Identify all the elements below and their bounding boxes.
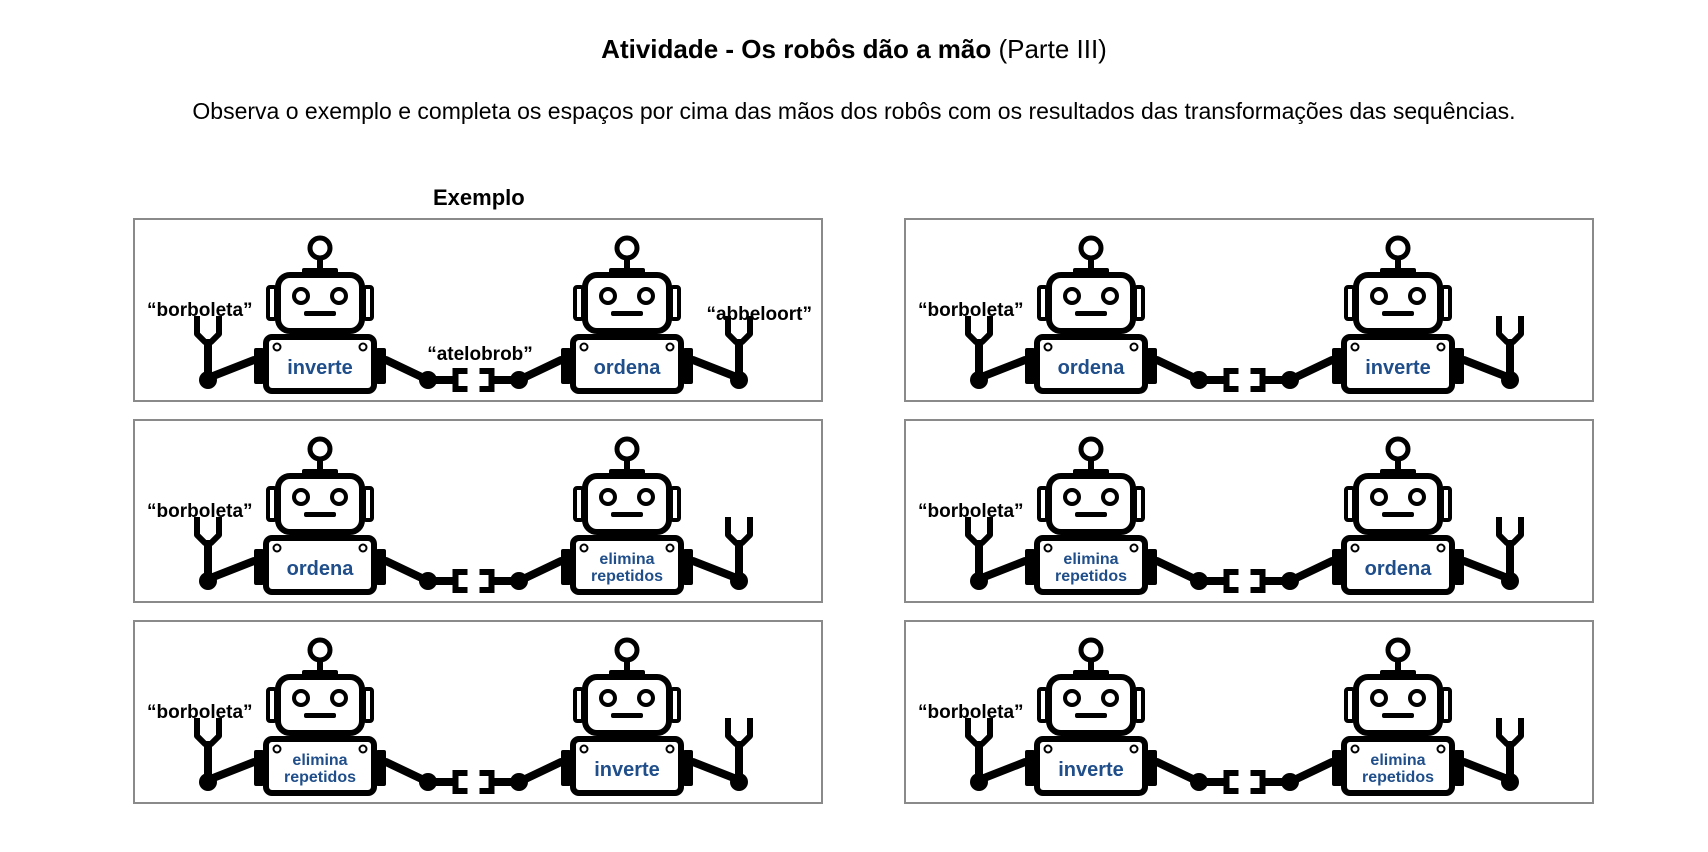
input-sequence: “borboleta”	[147, 300, 253, 321]
robot-icon	[254, 436, 386, 595]
robot-label: inverte	[594, 759, 660, 781]
handshake-clamp-icon	[1153, 557, 1336, 593]
robot-label: inverte	[287, 357, 353, 379]
robot-label: ordena	[1058, 357, 1126, 379]
robot-icon	[561, 637, 693, 796]
handshake-clamp-icon	[1153, 758, 1336, 794]
robot-label-line: repetidos	[1055, 568, 1127, 585]
page-title: Atividade - Os robôs dão a mão (Parte II…	[0, 32, 1708, 66]
gripper-hand-icon	[965, 718, 1029, 791]
robot-label-line: repetidos	[284, 769, 356, 786]
gripper-hand-icon	[965, 316, 1029, 389]
gripper-hand-icon	[689, 517, 753, 590]
robot-label-line: elimina	[292, 752, 347, 769]
example-panel: inverte ordena “borboleta” “atelobrob” “abbe…	[133, 218, 823, 402]
input-sequence: “borboleta”	[918, 702, 1024, 723]
robot-icon	[1332, 235, 1464, 394]
handshake-clamp-icon	[1153, 356, 1336, 392]
robot-icon	[561, 436, 693, 595]
robot-icon	[561, 235, 693, 394]
gripper-hand-icon	[1460, 718, 1524, 791]
gripper-hand-icon	[965, 517, 1029, 590]
gripper-hand-icon	[194, 718, 258, 791]
robot-chain-illustration: ordena inverte “borboleta”	[918, 235, 1524, 394]
robot-label-line: repetidos	[1362, 769, 1434, 786]
robot-icon	[1025, 436, 1157, 595]
input-sequence: “borboleta”	[918, 300, 1024, 321]
robot-icon	[1332, 637, 1464, 796]
robot-label: inverte	[1058, 759, 1124, 781]
robot-label-line: elimina	[599, 551, 654, 568]
example-label: Exemplo	[433, 185, 525, 210]
robot-label-line: elimina	[1063, 551, 1118, 568]
input-sequence: “borboleta”	[918, 501, 1024, 522]
robot-label: ordena	[594, 357, 662, 379]
robot-icon	[1332, 436, 1464, 595]
robot-label: ordena	[1365, 558, 1433, 580]
gripper-hand-icon	[689, 718, 753, 791]
robot-icon	[254, 637, 386, 796]
handshake-clamp-icon	[382, 356, 565, 392]
input-sequence: “borboleta”	[147, 501, 253, 522]
title-bold: Atividade - Os robôs dão a mão	[601, 34, 992, 64]
gripper-hand-icon	[689, 316, 753, 389]
robot-icon	[1025, 637, 1157, 796]
exercise-panel: ordena inverte “borboleta”	[904, 218, 1594, 402]
robot-label: inverte	[1365, 357, 1431, 379]
instruction-text: Observa o exemplo e completa os espaços …	[192, 98, 1516, 124]
robot-label: ordena	[287, 558, 355, 580]
robot-label-line: repetidos	[591, 568, 663, 585]
title-suffix: (Parte III)	[991, 34, 1107, 64]
gripper-hand-icon	[1460, 316, 1524, 389]
input-sequence: “borboleta”	[147, 702, 253, 723]
handshake-clamp-icon	[382, 758, 565, 794]
output-sequence: “abbeloort”	[706, 304, 812, 325]
gripper-hand-icon	[194, 517, 258, 590]
intermediate-sequence: “atelobrob”	[427, 344, 533, 365]
handshake-clamp-icon	[382, 557, 565, 593]
robot-icon	[1025, 235, 1157, 394]
gripper-hand-icon	[1460, 517, 1524, 590]
robot-label-line: elimina	[1370, 752, 1425, 769]
gripper-hand-icon	[194, 316, 258, 389]
robot-chain-illustration: inverte ordena “borboleta” “atelobrob” “abbe…	[147, 235, 812, 394]
